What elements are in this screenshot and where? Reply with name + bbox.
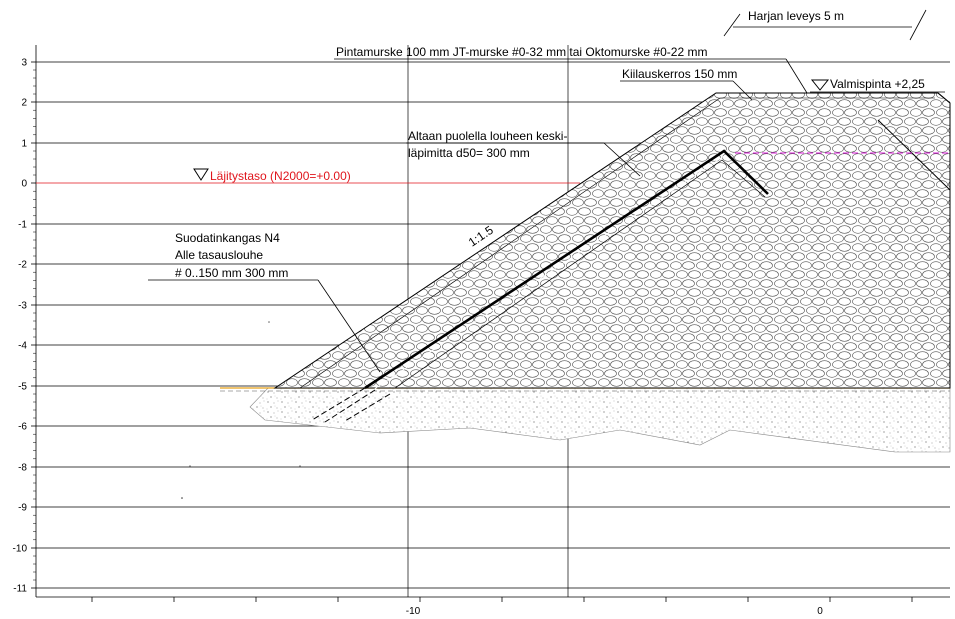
y-tick-label: -3 bbox=[18, 301, 27, 312]
dump-level-label: Läjitystaso (N2000=+0.00) bbox=[210, 169, 351, 183]
wedge-layer-leader bbox=[732, 80, 753, 101]
filter-label-line1: Suodatinkangas N4 bbox=[175, 231, 280, 245]
filter-leader bbox=[317, 279, 381, 373]
y-tick-label: 0 bbox=[21, 179, 27, 190]
wedge-layer-line bbox=[299, 97, 721, 389]
speck bbox=[181, 497, 183, 499]
foundation-gravel-layer bbox=[249, 387, 951, 453]
speck bbox=[189, 465, 191, 467]
rockfill-label-line1: Altaan puolella louheen keski- bbox=[408, 129, 567, 143]
y-tick-label: -4 bbox=[18, 341, 27, 352]
crest-width-label: Harjan leveys 5 m bbox=[748, 9, 844, 23]
finished-level-label: Valmispinta +2,25 bbox=[830, 77, 925, 91]
y-tick-label: -11 bbox=[13, 584, 27, 595]
y-tick-label: -6 bbox=[18, 422, 27, 433]
y-tick-label: 2 bbox=[21, 98, 27, 109]
x-axis-tick-labels: -10 0 bbox=[406, 606, 823, 617]
y-tick-label: -2 bbox=[18, 260, 27, 271]
dump-level-marker-icon bbox=[193, 168, 209, 181]
embankment-rockfill bbox=[273, 92, 951, 389]
inner-slope-flat-line bbox=[721, 159, 766, 198]
wedge-layer-label: Kiilauskerros 150 mm bbox=[622, 67, 737, 81]
inner-slope-line bbox=[394, 159, 723, 389]
y-tick-label: -9 bbox=[18, 503, 27, 514]
inner-diagonal-line bbox=[877, 119, 951, 191]
y-axis-tick-labels: 3 2 1 0 -1 -2 -3 -4 -5 -6 -8 -9 -10 -11 bbox=[13, 58, 28, 595]
speck bbox=[268, 321, 270, 323]
x-tick-label: 0 bbox=[817, 606, 823, 617]
y-tick-label: -10 bbox=[13, 544, 28, 555]
filter-dashed-line bbox=[311, 387, 366, 421]
y-tick-label: 3 bbox=[21, 58, 27, 69]
finished-level-marker-icon bbox=[810, 79, 830, 91]
surface-layer-label: Pintamurske 100 mm JT-murske #0-32 mm ta… bbox=[336, 45, 707, 59]
x-tick-label: -10 bbox=[406, 606, 421, 617]
filter-fabric-inner-line bbox=[369, 155, 725, 393]
filter-label-line2: Alle tasauslouhe bbox=[175, 248, 263, 262]
filter-dashed-line bbox=[324, 389, 376, 423]
speck bbox=[299, 465, 301, 467]
rockfill-leader bbox=[603, 142, 641, 177]
rockfill-label-line2: läpimitta d50= 300 mm bbox=[408, 146, 530, 160]
crest-width-tick bbox=[909, 9, 927, 41]
surface-layer-leader bbox=[785, 58, 808, 94]
y-tick-label: -8 bbox=[18, 463, 27, 474]
filter-fabric-line bbox=[364, 149, 769, 390]
crest-edge-line bbox=[937, 92, 951, 104]
y-tick-label: -1 bbox=[18, 220, 27, 231]
y-axis-ticks bbox=[31, 61, 36, 589]
x-axis-ticks bbox=[91, 597, 913, 602]
filter-label-line3: # 0..150 mm 300 mm bbox=[175, 266, 288, 280]
y-tick-label: -5 bbox=[18, 382, 27, 393]
y-tick-label: 1 bbox=[21, 139, 27, 150]
crest-width-tick bbox=[723, 13, 741, 37]
